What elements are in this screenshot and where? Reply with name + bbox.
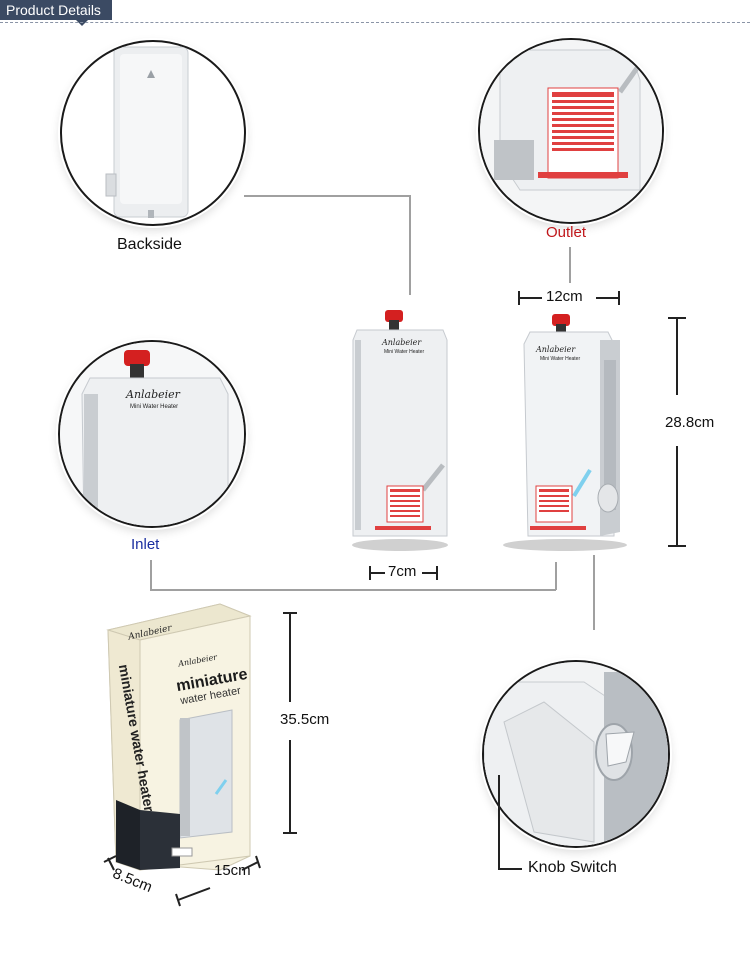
width-dim-line-left [518,297,542,299]
section-title: Product Details [6,2,101,18]
box-height-line-top [289,612,291,702]
heater-side-view [503,314,627,551]
package-box-image [106,603,252,871]
heater-front-brand: Anlabeier [382,338,422,347]
inlet-closeup-brand: Anlabeier [126,388,180,401]
width-dim-tick-right [618,291,620,305]
inlet-connector-h [150,589,556,591]
inlet-detail-circle [58,340,246,528]
height-dim-line-top [676,317,678,395]
knob-switch-detail-circle [482,660,670,848]
backside-connector-h [244,195,410,197]
height-dimension-label: 28.8cm [665,414,715,431]
box-height-line-bottom [289,740,291,833]
width-dim-line-right [596,297,620,299]
inlet-closeup-subtitle: Mini Water Heater [130,404,179,410]
knob-pointer-h [498,868,522,870]
backside-heater-image [105,46,189,218]
box-height-label: 35.5cm [280,711,330,728]
box-height-tick-bottom [283,832,297,834]
inlet-connector-v [150,560,152,590]
box-width-dim-line [175,855,261,907]
box-width-label: 15cm [214,862,251,879]
width-dimension-label: 12cm [546,288,583,305]
inlet-label: Inlet [131,536,160,553]
depth-dim-tick-right [436,566,438,580]
heater-front-view [352,310,448,551]
depth-dimension-label: 7cm [388,563,417,580]
knob-connector [593,555,595,630]
heater-side-brand: Anlabeier [536,345,576,354]
backside-detail-circle [60,40,246,226]
box-depth-dim-line [103,855,117,871]
knob-switch-label: Knob Switch [528,859,617,876]
tab-notch [76,20,88,26]
header-divider [0,22,750,23]
backside-connector-v [409,195,411,295]
knob-pointer-v [498,775,500,870]
width-dim-tick-left [518,291,520,305]
backside-label: Backside [117,236,182,253]
outlet-connector [569,247,571,283]
height-dim-tick-bottom [668,545,686,547]
section-tab: Product Details [0,0,112,20]
outlet-detail-circle [478,38,664,224]
height-dim-line-bottom [676,446,678,546]
knob-switch-closeup-image [484,662,668,846]
depth-dim-line-right [422,572,438,574]
heater-front-subtitle: Mini Water Heater [384,349,425,355]
depth-dim-line-left [369,572,385,574]
header-bar: Product Details [0,0,750,26]
outlet-label: Outlet [546,224,587,241]
heater-side-subtitle: Mini Water Heater [540,356,581,362]
outlet-closeup-image [480,40,662,222]
inlet-closeup-image [60,342,244,526]
inlet-connector-v2 [555,562,557,590]
